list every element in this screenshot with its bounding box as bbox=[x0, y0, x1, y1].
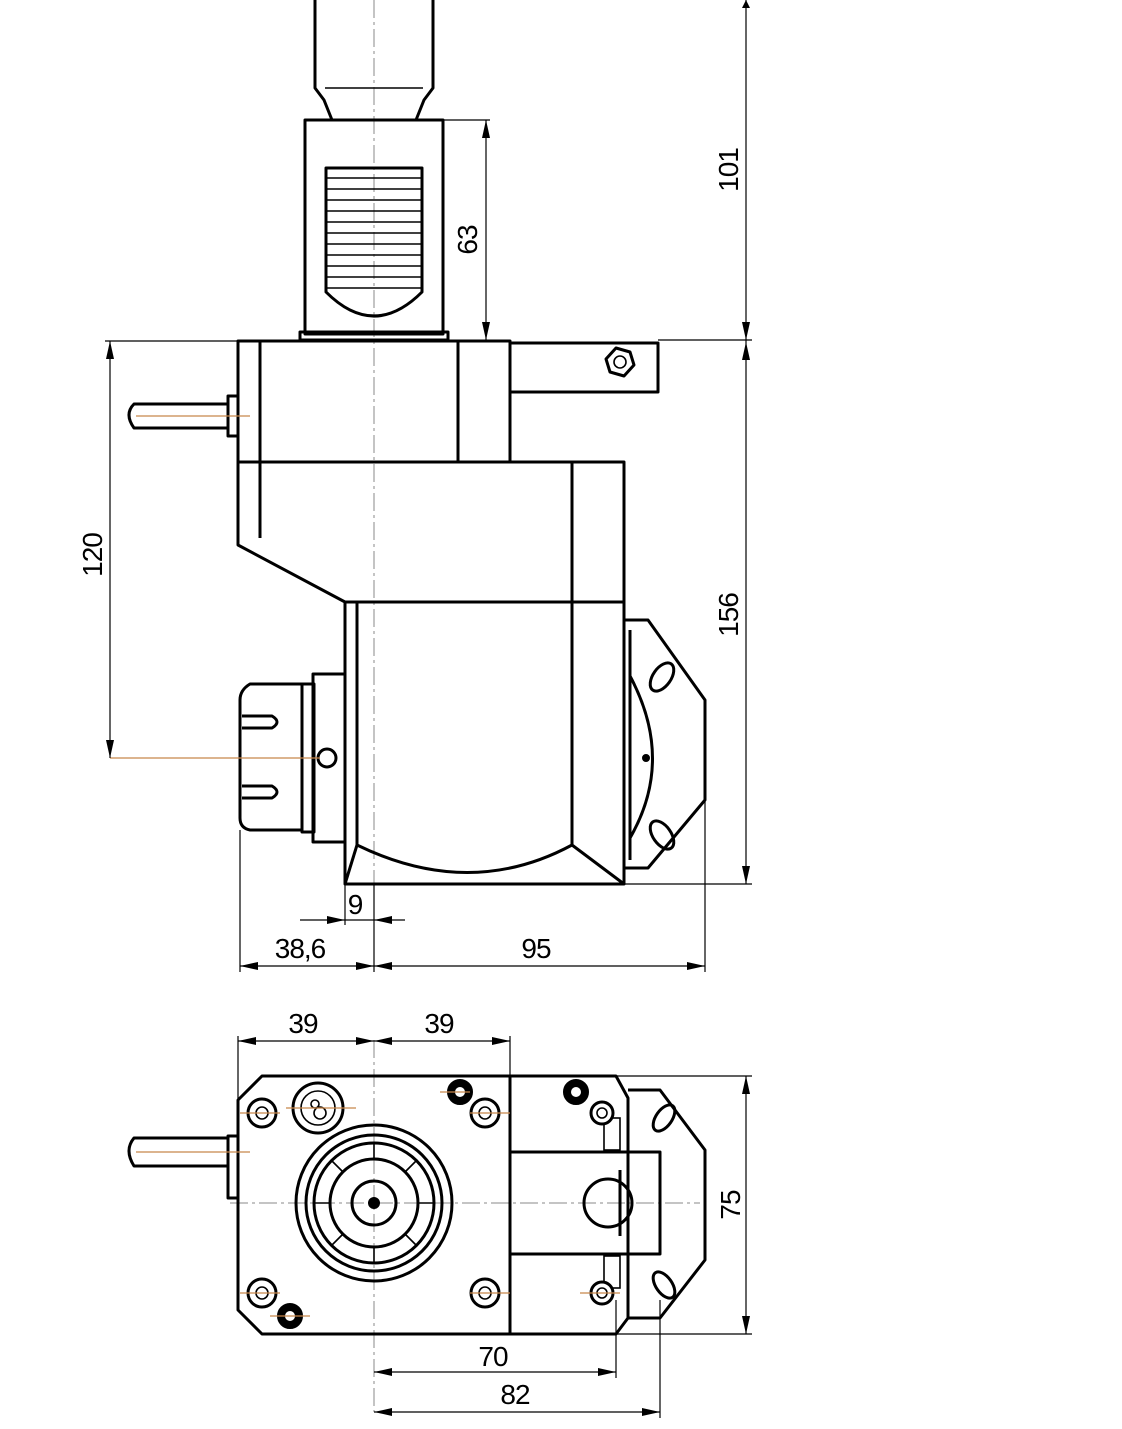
dim-9: 9 bbox=[348, 889, 363, 920]
dim-39-right: 39 bbox=[424, 1008, 454, 1039]
dim-82: 82 bbox=[500, 1379, 530, 1410]
top-dimensions: 39 39 75 70 82 bbox=[237, 1008, 752, 1418]
top-view: 39 39 75 70 82 bbox=[127, 1008, 752, 1418]
dim-70: 70 bbox=[478, 1341, 508, 1372]
side-dimensions: 63 101 156 120 9 bbox=[77, 0, 752, 972]
shank bbox=[298, 0, 450, 342]
side-flange bbox=[624, 618, 707, 870]
dim-63: 63 bbox=[452, 225, 483, 255]
spindle-front bbox=[294, 1123, 454, 1283]
side-view: 63 101 156 120 9 bbox=[77, 0, 752, 972]
dim-39-left: 39 bbox=[288, 1008, 318, 1039]
upper-housing bbox=[127, 339, 660, 464]
thread bbox=[324, 166, 424, 318]
dim-101: 101 bbox=[713, 148, 744, 192]
screws bbox=[240, 1079, 620, 1329]
dim-95: 95 bbox=[521, 933, 551, 964]
coolant-port bbox=[286, 1081, 356, 1135]
dim-120: 120 bbox=[77, 533, 108, 577]
lower-housing bbox=[236, 460, 626, 886]
nut-icon bbox=[604, 346, 636, 378]
dim-156: 156 bbox=[713, 593, 744, 637]
dim-38-6: 38,6 bbox=[275, 933, 326, 964]
collet-nut bbox=[110, 672, 347, 844]
dim-75: 75 bbox=[715, 1190, 746, 1220]
